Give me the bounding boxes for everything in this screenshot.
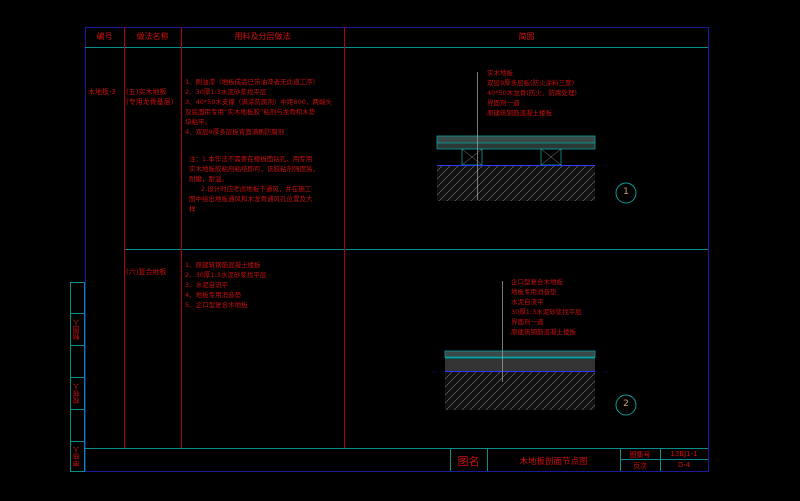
detail-2-number: 2 — [623, 399, 629, 409]
detail-1-callouts: 实木地板双层9厚多层板(防火涂料三度)40*50木龙骨(防火、防腐处理)界面剂一… — [487, 69, 577, 117]
header-code: 编号 — [96, 32, 113, 41]
row2-method: (六)复合地板 — [126, 268, 167, 276]
page-number: D-4 — [677, 461, 691, 469]
detail-2-section — [444, 281, 637, 416]
row1-code: 木地板-3 — [88, 88, 116, 96]
page-label: 页次 — [633, 462, 647, 470]
header-method: 做法名称 — [136, 32, 169, 41]
detail-1-number: 1 — [623, 187, 629, 197]
title-name-label: 图名 — [457, 455, 480, 468]
atlas-label: 图集号 — [629, 451, 651, 459]
row1-notes: 注：1.本作法不需要在楼板面钻孔、用专用实木地板胶粘剂粘结即可，该胶粘剂强度高，… — [189, 155, 319, 213]
row1-method: (五)实木地板(专用龙骨基层) — [126, 88, 174, 106]
header-drawing: 简图 — [518, 32, 535, 41]
detail-1-section — [436, 72, 637, 204]
signature-checker: 校核人 — [72, 383, 80, 404]
drawing-title: 木地板剖面节点图 — [519, 457, 588, 467]
header-material: 用料及分层做法 — [234, 32, 291, 41]
signature-drafter: 制图人 — [72, 319, 80, 340]
signature-reviewer: 审核人 — [72, 446, 80, 467]
atlas-number: 13BJ1-1 — [670, 450, 698, 458]
